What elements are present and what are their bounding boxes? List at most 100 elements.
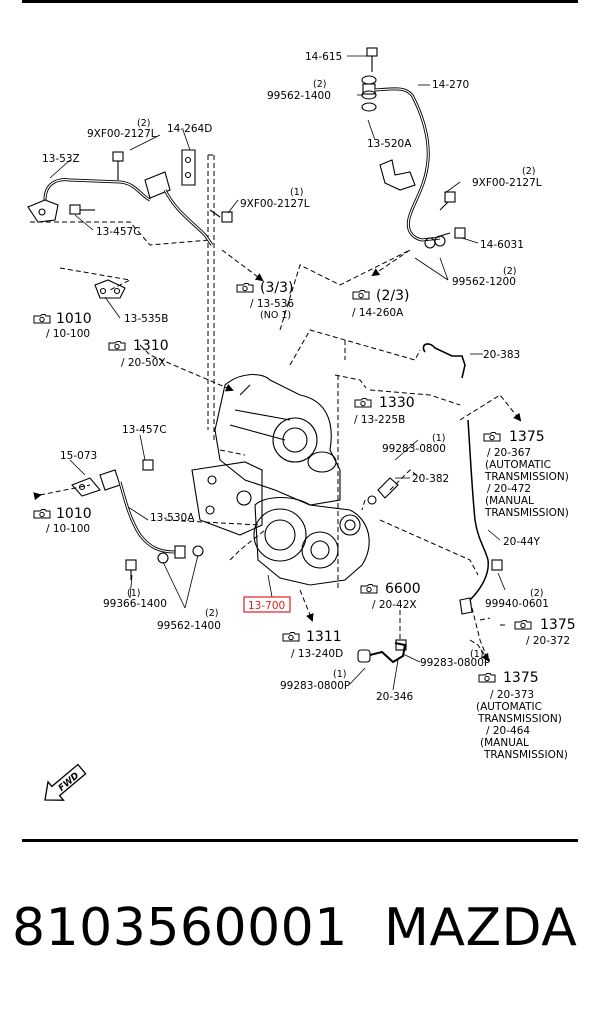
label-9xf00-qty-3: (1) [290,187,303,198]
ref-1375-bottom[interactable]: 1375 / 20-373 (AUTOMATIC TRANSMISSION) /… [476,670,568,761]
part-labels: 14-615 (2) 99562-1400 14-270 (2) 9XF00-2… [42,51,549,703]
ref-6600-sub: / 20-42X [372,599,417,611]
label-9xf00-qty-1: (2) [137,118,150,129]
camera-icon [478,673,496,683]
label-20-382: 20-382 [412,473,449,485]
ref-1010-mid[interactable]: 1010 / 10-100 [33,506,92,535]
label-99562-1400-lower: 99562-1400 [157,620,221,632]
fwd-arrow-icon [44,763,87,801]
bottom-rule [22,839,578,842]
label-99562-1400-lower-qty: (2) [205,608,218,619]
ref-6600-num: 6600 [385,581,421,597]
label-14-270: 14-270 [432,79,469,91]
ref-1375-top[interactable]: 1375 / 20-367 (AUTOMATIC TRANSMISSION) /… [483,429,569,519]
ref-1010-top[interactable]: 1010 / 10-100 [33,311,92,340]
ref-1375-top-l3: TRANSMISSION) [484,471,569,483]
camera-icon [352,290,370,300]
label-13-457c-top: 13-457C [96,226,141,238]
camera-icon [354,398,372,408]
camera-icon [33,314,51,324]
ref-6600[interactable]: 6600 / 20-42X [360,581,421,611]
part-drawings [27,47,503,664]
ref-2-3-num: (2/3) [376,288,409,304]
camera-icon [483,432,501,442]
ref-1375-top-num: 1375 [509,429,545,445]
label-9xf00-qty-2: (2) [522,166,535,177]
ref-1311[interactable]: 1311 / 13-240D [282,629,343,660]
ref-1010-top-sub: / 10-100 [46,328,90,340]
ref-1375-bottom-l2: (AUTOMATIC [476,701,542,713]
ref-3-3-sub: / 13-536 [250,298,294,310]
label-99283-0800p-right-qty: (1) [470,649,483,660]
label-99940-0601: 99940-0601 [485,598,549,610]
camera-icon [514,620,532,630]
ref-1375-top-l6: TRANSMISSION) [484,507,569,519]
ref-1375-top-l4: / 20-472 [487,483,531,495]
ref-1375-bottom-l5: (MANUAL [480,737,529,749]
ref-1310[interactable]: 1310 / 20-50X [108,338,169,369]
reference-callouts: (3/3) / 13-536 (NO 1) (2/3) / 14-260A 10… [33,280,576,761]
ref-1010-mid-sub: / 10-100 [46,523,90,535]
ref-1375-bottom-l4: / 20-464 [486,725,530,737]
label-99366-1400: 99366-1400 [103,598,167,610]
camera-icon [33,509,51,519]
label-20-44y: 20-44Y [503,536,541,548]
label-99283-0800p-left: 99283-0800P [280,680,350,692]
ref-1375-bottom-l3: TRANSMISSION) [477,713,562,725]
turbo-upper [214,374,341,506]
ref-1010-mid-num: 1010 [56,506,92,522]
fwd-arrow: FWD [44,763,87,801]
camera-icon [236,283,254,293]
ref-1375-top-l1: / 20-367 [487,447,531,459]
top-rule [22,0,578,3]
ref-1311-sub: / 13-240D [291,648,343,660]
label-99562-1400-qty: (2) [313,79,326,90]
label-13-457c-mid: 13-457C [122,424,167,436]
footer: 8103560001 MAZDA [0,890,600,980]
ref-1375-bottom-l1: / 20-373 [490,689,534,701]
ref-2-3-sub: / 14-260A [352,307,404,319]
label-13-700: 13-700 [248,600,285,612]
label-13-53z: 13-53Z [42,153,80,165]
ref-1375-mid-num: 1375 [540,617,576,633]
label-99283-0800-qty: (1) [432,433,445,444]
camera-icon [282,632,300,642]
ref-1310-sub: / 20-50X [121,357,166,369]
ref-1330[interactable]: 1330 / 13-225B [354,395,415,426]
part-number: 8103560001 [12,898,348,958]
highlight-box [243,596,291,613]
ref-1375-mid[interactable]: 1375 / 20-372 [514,617,576,647]
ref-1330-num: 1330 [379,395,415,411]
label-99562-1400-top: 99562-1400 [267,90,331,102]
label-14-264d: 14-264D [167,123,212,135]
label-99283-0800p-left-qty: (1) [333,669,346,680]
ref-3-3-num: (3/3) [260,280,293,296]
label-15-073: 15-073 [60,450,97,462]
parts-diagram: 14-615 (2) 99562-1400 14-270 (2) 9XF00-2… [27,47,576,801]
label-14-615: 14-615 [305,51,342,63]
leader-lines [49,55,506,691]
ref-1311-num: 1311 [306,629,342,645]
label-99562-1200: 99562-1200 [452,276,516,288]
label-20-383: 20-383 [483,349,520,361]
ref-1330-sub: / 13-225B [354,414,405,426]
label-14-6031: 14-6031 [480,239,524,251]
dashed-guides [30,154,522,662]
turbo-lower [191,461,370,586]
brand-name: MAZDA [384,898,578,958]
ref-3-3[interactable]: (3/3) / 13-536 (NO 1) [236,280,294,321]
ref-1375-top-l5: (MANUAL [485,495,534,507]
ref-2-3[interactable]: (2/3) / 14-260A [352,288,409,319]
ref-1375-bottom-num: 1375 [503,670,539,686]
label-99940-0601-qty: (2) [530,588,543,599]
label-13-530a: 13-530A [150,512,195,524]
label-13-535b: 13-535B [124,313,168,325]
camera-icon [360,584,378,594]
highlighted-part-13-700[interactable]: 13-700 [243,596,291,613]
label-20-346: 20-346 [376,691,414,703]
label-99283-0800: 99283-0800 [382,443,446,455]
ref-3-3-note: (NO 1) [260,310,291,321]
label-99366-1400-qty: (1) [127,588,140,599]
label-13-520a: 13-520A [367,138,412,150]
